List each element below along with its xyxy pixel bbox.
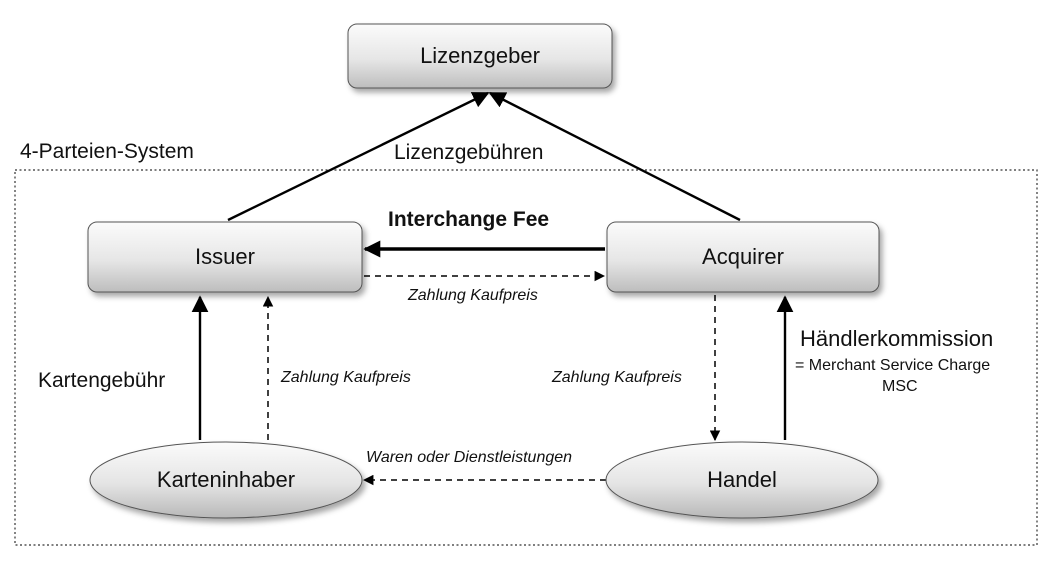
node-issuer-box — [87, 221, 363, 293]
node-lizenzgeber: Lizenzgeber — [420, 43, 540, 68]
node-karteninhaber: Karteninhaber — [156, 467, 296, 492]
label-haendlerkommission: Händlerkommission — [800, 326, 994, 351]
label-msc-line2: MSC — [882, 378, 918, 395]
label-interchange-fee: Interchange Fee — [388, 208, 550, 231]
label-zahlung-karteninhaber-issuer: Zahlung Kaufpreis — [281, 369, 411, 386]
label-msc-line1: = Merchant Service Charge — [795, 357, 991, 374]
label-zahlung-acquirer-handel: Zahlung Kaufpreis — [552, 369, 682, 386]
label-lizenzgebuehren: Lizenzgebühren — [394, 141, 544, 164]
label-waren: Waren oder Dienstleistungen — [366, 449, 573, 466]
node-handel-ellipse — [605, 441, 879, 519]
node-acquirer-box — [606, 221, 880, 293]
node-acquirer: Acquirer — [702, 244, 784, 269]
system-label: 4-Parteien-System — [20, 140, 194, 163]
node-lizenzgeber-box — [347, 23, 613, 89]
node-issuer: Issuer — [195, 244, 255, 269]
system-boundary — [14, 169, 1038, 546]
label-zahlung-issuer-acquirer: Zahlung Kaufpreis — [408, 287, 538, 304]
arrow-issuer-to-lizenzgeber — [227, 91, 490, 222]
node-karteninhaber-ellipse — [89, 441, 363, 519]
node-handel: Handel — [707, 467, 777, 492]
arrow-acquirer-to-lizenzgeber — [488, 91, 741, 222]
label-kartengebuehr: Kartengebühr — [38, 369, 166, 392]
